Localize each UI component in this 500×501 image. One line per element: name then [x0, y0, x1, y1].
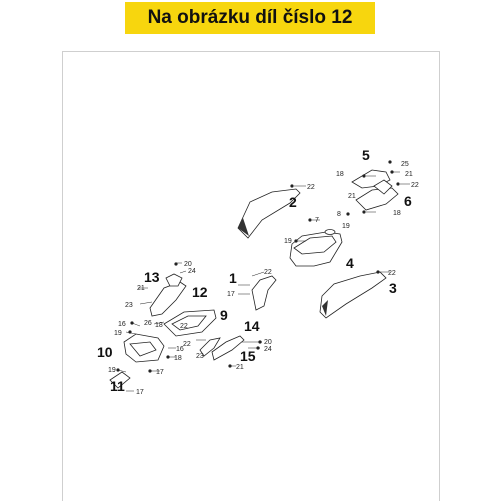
- callout-22: 22: [307, 184, 315, 191]
- callout-17: 17: [227, 291, 235, 298]
- callout-21c: 21: [137, 285, 145, 292]
- callout-24: 24: [188, 268, 196, 275]
- callout-19c: 19: [114, 330, 122, 337]
- callout-19-lower: 19: [108, 367, 116, 374]
- callout-22-mid: 22: [183, 341, 191, 348]
- callout-18c: 18: [155, 322, 163, 329]
- callout-14: 14: [244, 318, 260, 334]
- callout-21: 21: [405, 171, 413, 178]
- callout-22b: 22: [411, 182, 419, 189]
- callout-1: 1: [229, 270, 237, 286]
- callout-15: 15: [240, 348, 256, 364]
- callout-18b: 18: [393, 210, 401, 217]
- callout-22c: 22: [388, 270, 396, 277]
- callout-21b: 21: [348, 193, 356, 200]
- callout-12: 12: [192, 284, 208, 300]
- callout-5: 5: [362, 147, 370, 163]
- part-9-floor-panel: [163, 309, 217, 337]
- callout-20: 20: [184, 261, 192, 268]
- callout-18: 18: [336, 171, 344, 178]
- callout-18-lower: 18: [174, 355, 182, 362]
- part-10-lower-cover: [123, 333, 165, 363]
- callout-25: 25: [401, 161, 409, 168]
- callout-23b: 23: [196, 353, 204, 360]
- callout-13: 13: [144, 269, 160, 285]
- callout-16: 16: [118, 321, 126, 328]
- callout-20b: 20: [264, 339, 272, 346]
- part-3-side-cover: [319, 271, 387, 319]
- callout-11: 11: [110, 378, 125, 394]
- callout-17c: 17: [136, 389, 144, 396]
- callout-17b: 17: [156, 369, 164, 376]
- callout-26: 26: [144, 320, 152, 327]
- callout-4: 4: [346, 255, 354, 271]
- part-11-plate: [109, 371, 131, 389]
- callout-3: 3: [389, 280, 397, 296]
- callout-19: 19: [342, 223, 350, 230]
- callout-8: 8: [337, 211, 341, 218]
- callout-7: 7: [315, 217, 319, 224]
- callout-22e: 22: [180, 323, 188, 330]
- part-1-bracket: [251, 275, 277, 311]
- callout-2: 2: [289, 194, 297, 210]
- title-banner: Na obrázku díl číslo 12: [125, 2, 375, 34]
- callout-9: 9: [220, 307, 228, 323]
- callout-22d: 22: [264, 269, 272, 276]
- callout-16b: 16: [176, 346, 184, 353]
- callout-6: 6: [404, 193, 412, 209]
- callout-24b: 24: [264, 346, 272, 353]
- part-12-inner-panel: [149, 273, 187, 317]
- callout-23: 23: [125, 302, 133, 309]
- part-5-rear-cover: [351, 169, 399, 211]
- fastener-marks: [116, 160, 400, 373]
- diagram-frame: [62, 51, 440, 501]
- callout-19b: 19: [284, 238, 292, 245]
- part-2-side-cover: [237, 188, 301, 239]
- page-title: Na obrázku díl číslo 12: [147, 7, 353, 28]
- part-4-storage-box: [289, 229, 343, 267]
- callout-21d: 21: [236, 364, 244, 371]
- part-14-side-plate: [199, 335, 245, 361]
- callout-10: 10: [97, 344, 113, 360]
